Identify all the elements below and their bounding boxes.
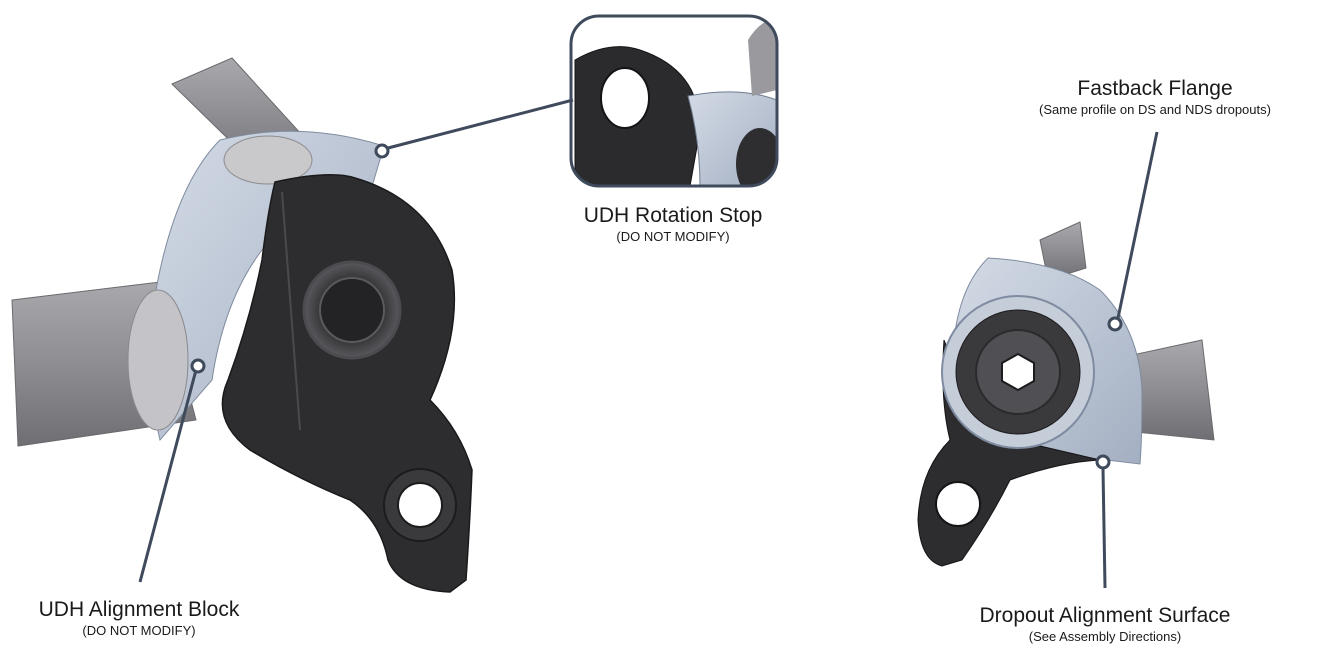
dropout-surface-leader xyxy=(1101,467,1107,589)
callout-note: (Same profile on DS and NDS dropouts) xyxy=(1039,102,1271,117)
callout-udh-rotation-stop: UDH Rotation Stop (DO NOT MODIFY) xyxy=(548,203,798,245)
left-dropout-assembly xyxy=(11,57,473,593)
left-tube-socket-lower xyxy=(127,289,189,431)
callout-title: UDH Rotation Stop xyxy=(583,204,763,227)
rotation-stop-inset xyxy=(569,14,779,188)
callout-udh-alignment-block: UDH Alignment Block (DO NOT MODIFY) xyxy=(14,597,264,639)
dropout-surface-marker xyxy=(1095,454,1111,470)
callout-title: UDH Alignment Block xyxy=(38,598,240,621)
fastback-flange-leader xyxy=(1116,131,1159,319)
callout-fastback-flange: Fastback Flange (Same profile on DS and … xyxy=(1000,76,1310,118)
callout-title: Dropout Alignment Surface xyxy=(979,604,1231,627)
fastback-flange-marker xyxy=(1107,316,1123,332)
leader-markers xyxy=(190,143,1123,470)
leader-lines xyxy=(138,98,1159,589)
callout-dropout-alignment-surface: Dropout Alignment Surface (See Assembly … xyxy=(945,603,1265,645)
rotation-stop-marker xyxy=(374,143,390,159)
left-tube-socket-upper xyxy=(223,135,313,185)
rotation-stop-leader xyxy=(387,98,574,150)
callout-note: (DO NOT MODIFY) xyxy=(616,229,730,244)
alignment-block-marker xyxy=(190,358,206,374)
callout-note: (DO NOT MODIFY) xyxy=(82,623,196,638)
callout-note: (See Assembly Directions) xyxy=(1028,629,1182,644)
callout-title: Fastback Flange xyxy=(1077,77,1233,100)
hex-socket-icon xyxy=(1001,352,1035,392)
right-dropout-assembly xyxy=(917,221,1215,567)
alignment-block-leader xyxy=(138,369,198,583)
